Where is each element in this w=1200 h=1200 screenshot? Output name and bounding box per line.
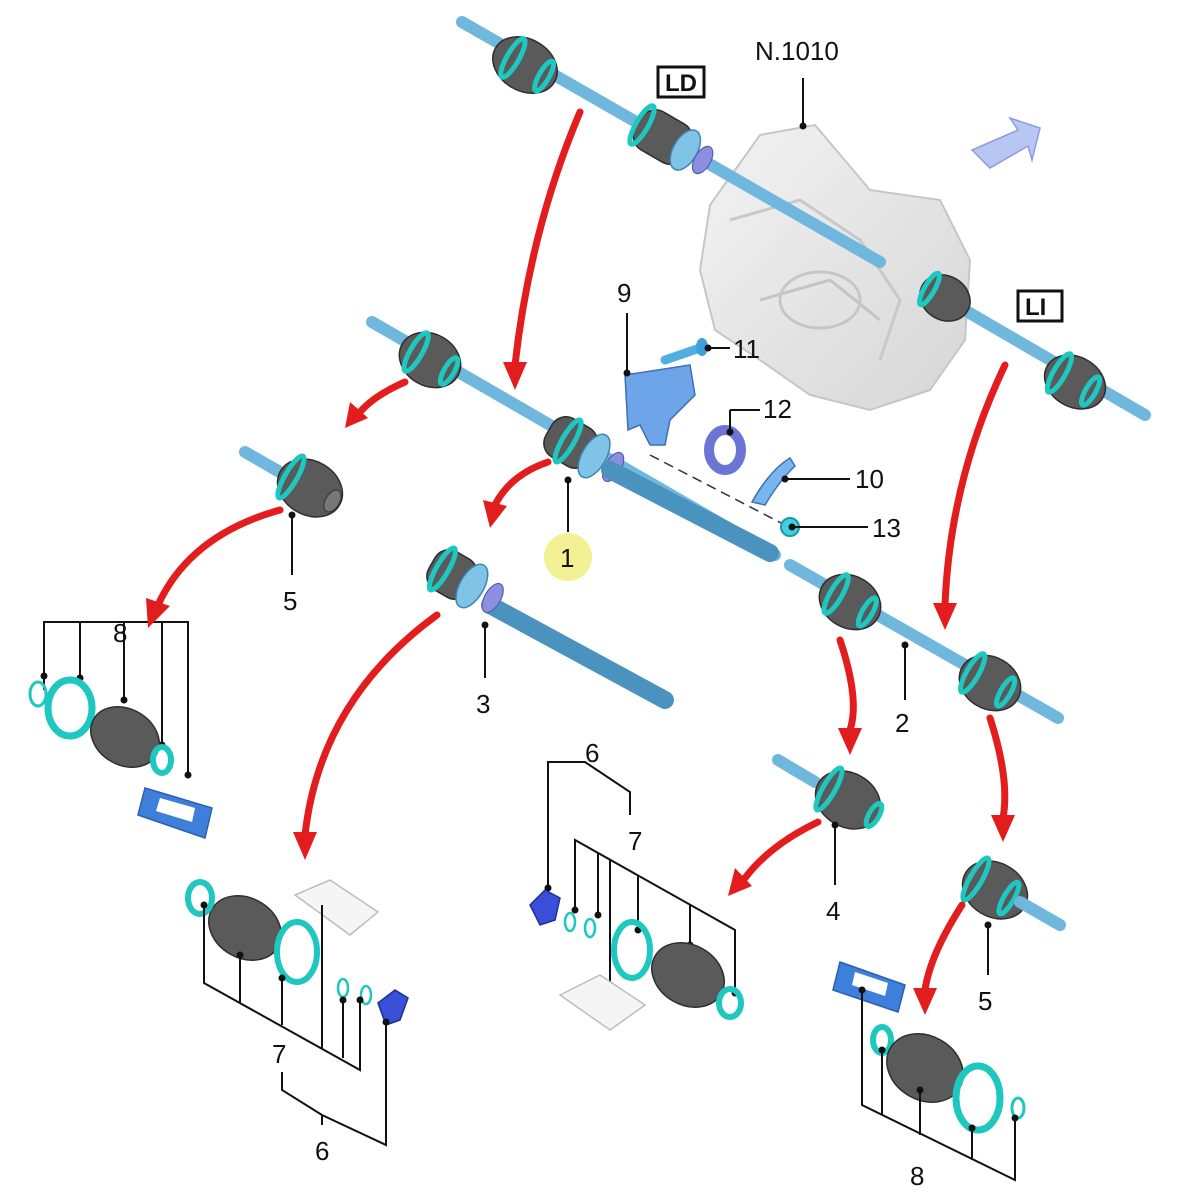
gearbox [698,123,972,412]
bearing-ring-icon: 12 [704,394,792,475]
callout-5a-text: 5 [283,586,297,616]
clamp-icon: 10 [750,456,884,506]
side-badge-left-text: LI [1025,294,1046,321]
side-badge-right: LD [656,65,706,99]
callout-8a-text: 8 [113,618,127,648]
outer-joint-part-5-left: 5 [239,446,344,616]
callout-2-text: 2 [895,708,909,738]
grease-sachet-icon [137,787,213,839]
inner-joint-part-3: 3 [426,545,674,719]
callout-7b-text: 7 [628,826,642,856]
repair-kit-6-left: 7 6 [185,879,409,1166]
flow-arrows [146,108,1015,1015]
callout-3-text: 3 [476,689,490,719]
callout-1: 1 [544,476,592,581]
bracket-icon: 9 [617,278,696,446]
gearbox-code-label: N.1010 [755,36,839,130]
callout-12-text: 12 [763,394,792,424]
outer-joint-part-5-right: 5 [960,855,1066,1016]
callout-7a-text: 7 [272,1039,286,1069]
repair-kit-8-left: 8 [28,618,213,839]
grease-sachet-icon [832,961,906,1013]
callout-4-text: 4 [826,896,840,926]
nut-icon: 13 [649,454,901,543]
driveshaft-assembly [366,316,1064,724]
highlight-marker [544,533,592,581]
left-driveshaft-installed [916,270,1151,421]
right-driveshaft-installed [456,16,886,268]
direction-arrow-icon [970,116,1041,169]
bolt-icon: 11 [660,334,760,365]
callout-9-text: 9 [617,278,631,308]
callout-13-text: 13 [872,513,901,543]
callout-8b-text: 8 [910,1161,924,1191]
inner-joint-part-4: 4 [772,754,885,926]
grease-sachet-icon [558,974,647,1031]
gearbox-code-text: N.1010 [755,36,839,66]
callout-11-text: 11 [733,334,760,364]
callout-6a-text: 6 [315,1136,329,1166]
side-badge-right-text: LD [665,70,697,97]
callout-5b-text: 5 [978,986,992,1016]
callout-10-text: 10 [855,464,884,494]
side-badge-left: LI [1016,289,1064,323]
repair-kit-6-middle: 6 7 [529,738,744,1031]
callout-2: 2 [895,641,909,738]
callout-6b-text: 6 [585,738,599,768]
repair-kit-8-right: 8 [832,961,1026,1191]
callout-1-text: 1 [560,543,574,573]
grease-sachet-icon [293,879,380,936]
